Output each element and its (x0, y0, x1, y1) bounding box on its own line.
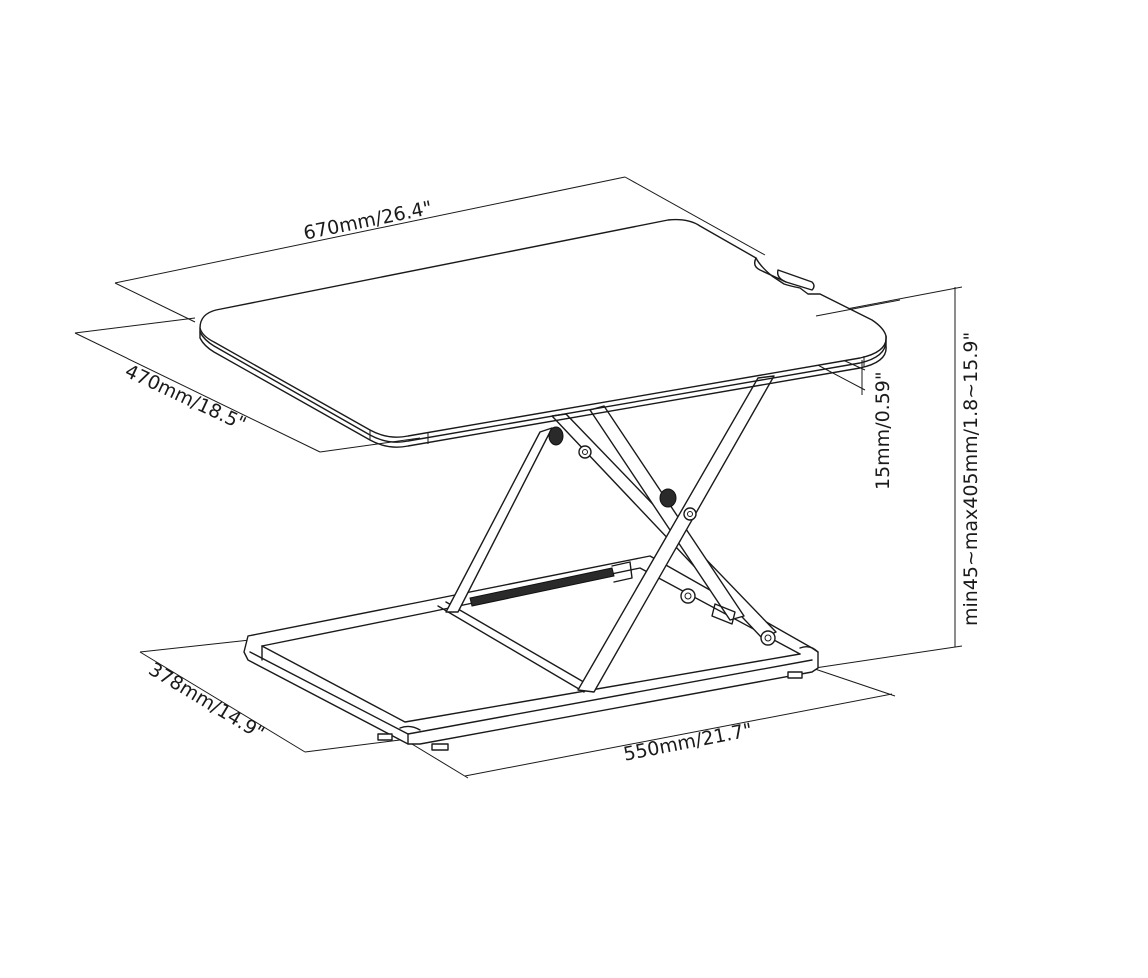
base-frame (243, 555, 819, 751)
scissor-mechanism (445, 375, 777, 693)
desk-top-surface (199, 218, 901, 448)
tension-spring (469, 561, 633, 607)
top-thickness-label: 15mm/0.59" (872, 371, 894, 490)
height-range-label: min45~max405mm/1.8~15.9" (960, 331, 982, 626)
